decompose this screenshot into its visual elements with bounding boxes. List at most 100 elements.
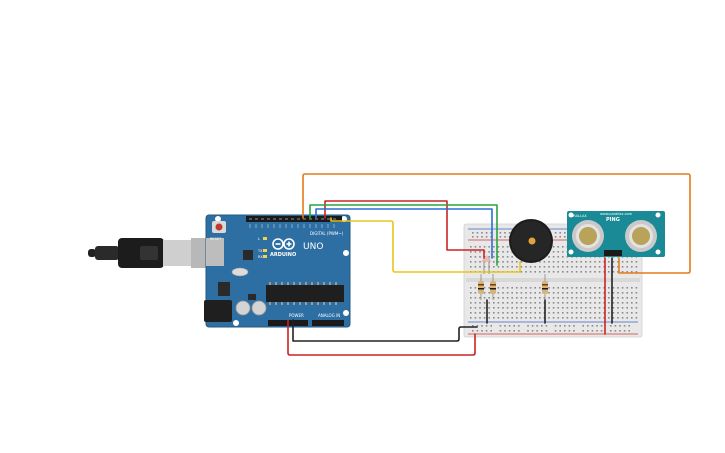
breadboard-hole: [529, 302, 532, 304]
breadboard-hole: [504, 325, 506, 327]
breadboard-hole: [562, 317, 564, 319]
breadboard-hole: [539, 312, 541, 314]
breadboard-hole: [621, 317, 624, 319]
breadboard-hole: [531, 330, 534, 332]
breadboard-hole: [589, 317, 592, 319]
breadboard-hole: [534, 307, 536, 309]
breadboard-hole: [614, 325, 617, 327]
breadboard-hole: [474, 256, 477, 258]
breadboard-hole: [499, 330, 502, 332]
breadboard-hole: [548, 317, 550, 319]
breadboard-hole: [529, 287, 532, 289]
wire-orange: [302, 173, 691, 274]
breadboard-hole: [516, 317, 518, 319]
breadboard-hole: [506, 246, 509, 248]
breadboard-hole: [488, 256, 490, 258]
breadboard-hole: [472, 236, 474, 238]
breadboard-hole: [573, 330, 575, 332]
breadboard-hole: [476, 232, 479, 234]
breadboard-hole: [520, 287, 523, 289]
breadboard-hole: [493, 256, 495, 258]
breadboard-hole: [580, 312, 582, 314]
breadboard-hole: [539, 287, 541, 289]
breadboard-hole: [552, 297, 555, 299]
breadboard-hole: [580, 302, 582, 304]
breadboard-hole: [520, 271, 523, 273]
breadboard-hole: [571, 297, 573, 299]
breadboard-hole: [488, 292, 490, 294]
breadboard-hole: [525, 287, 527, 289]
breadboard-hole: [562, 287, 564, 289]
breadboard-hole: [525, 317, 527, 319]
breadboard-hole: [580, 287, 582, 289]
digital-label: DIGITAL (PWM~): [310, 231, 344, 236]
breadboard-hole: [557, 317, 559, 319]
breadboard-hole: [488, 302, 490, 304]
breadboard-hole: [594, 292, 596, 294]
breadboard-hole: [557, 287, 559, 289]
breadboard-hole: [566, 256, 569, 258]
breadboard-hole: [562, 266, 564, 268]
breadboard-hole: [497, 302, 500, 304]
breadboard-hole: [608, 317, 610, 319]
breadboard-hole: [557, 256, 559, 258]
breadboard-hole: [548, 256, 550, 258]
breadboard-hole: [635, 261, 638, 263]
breadboard-hole: [631, 312, 633, 314]
breadboard-hole: [529, 307, 532, 309]
breadboard-hole: [557, 246, 559, 248]
breadboard-hole: [502, 266, 504, 268]
breadboard-hole: [631, 297, 633, 299]
breadboard-hole: [626, 307, 628, 309]
breadboard-hole: [571, 266, 573, 268]
breadboard-hole: [506, 251, 509, 253]
breadboard-hole: [631, 292, 633, 294]
breadboard-hole: [508, 232, 511, 234]
breadboard-hole: [497, 256, 500, 258]
breadboard-hole: [608, 261, 610, 263]
breadboard-hole: [617, 297, 619, 299]
breadboard-hole: [568, 330, 571, 332]
breadboard-hole: [562, 251, 564, 253]
breadboard-hole: [575, 271, 578, 273]
breadboard-hole: [474, 317, 477, 319]
breadboard-hole: [470, 251, 472, 253]
breadboard-hole: [483, 312, 486, 314]
breadboard-hole: [506, 292, 509, 294]
breadboard-hole: [493, 297, 495, 299]
breadboard-hole: [536, 325, 538, 327]
breadboard-hole: [554, 330, 557, 332]
breadboard-hole: [587, 330, 589, 332]
breadboard-hole: [621, 307, 624, 309]
breadboard-hole: [585, 302, 587, 304]
breadboard-hole: [470, 312, 472, 314]
breadboard-hole: [483, 266, 486, 268]
breadboard-hole: [628, 330, 630, 332]
breadboard-hole: [585, 287, 587, 289]
breadboard-hole: [617, 307, 619, 309]
breadboard-hole: [566, 307, 569, 309]
breadboard-hole: [575, 312, 578, 314]
breadboard-hole: [488, 251, 490, 253]
breadboard-hole: [534, 266, 536, 268]
breadboard-hole: [508, 330, 511, 332]
breadboard-hole: [552, 302, 555, 304]
breadboard-hole: [598, 266, 601, 268]
breadboard-hole: [493, 246, 495, 248]
breadboard-hole: [608, 287, 610, 289]
breadboard-hole: [554, 232, 557, 234]
breadboard-hole: [541, 330, 543, 332]
breadboard-hole: [626, 266, 628, 268]
breadboard-hole: [545, 330, 548, 332]
breadboard-hole: [600, 325, 603, 327]
breadboard-hole: [585, 266, 587, 268]
breadboard-hole: [554, 236, 557, 238]
breadboard-hole: [557, 271, 559, 273]
breadboard-hole: [617, 266, 619, 268]
breadboard-hole: [516, 266, 518, 268]
breadboard-hole: [502, 312, 504, 314]
breadboard-hole: [539, 317, 541, 319]
breadboard-hole: [470, 292, 472, 294]
breadboard-hole: [585, 312, 587, 314]
breadboard-hole: [474, 266, 477, 268]
